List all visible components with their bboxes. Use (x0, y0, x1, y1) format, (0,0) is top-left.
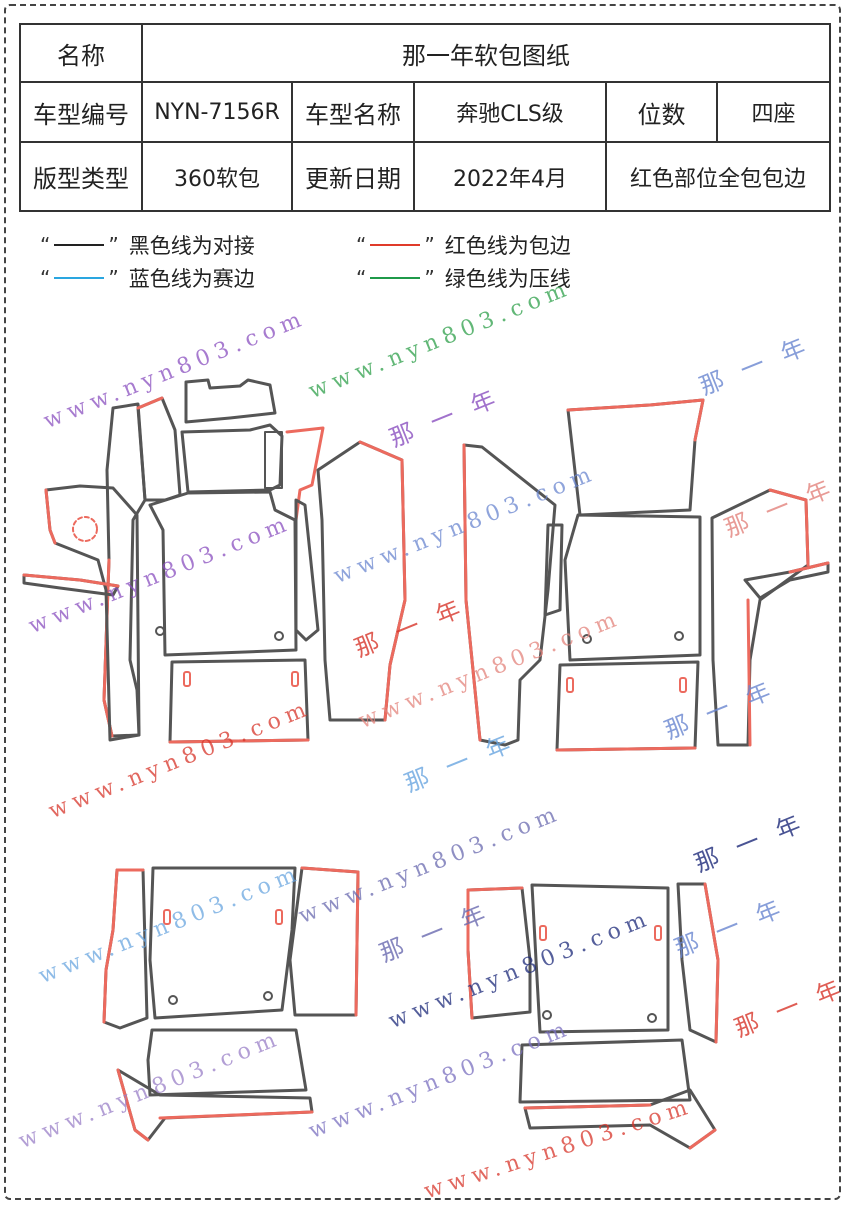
legend-red: “” 红色线为包边 (356, 230, 571, 260)
model-code-label: 车型编号 (19, 81, 143, 143)
rear-right-right-side (676, 882, 720, 1044)
legend-red-text: 红色线为包边 (444, 234, 571, 258)
right-long-strip (743, 561, 830, 600)
rear-right-bottom (518, 1038, 692, 1104)
right-door-sill-panel (316, 440, 407, 722)
bolt-hole (542, 1010, 552, 1020)
rear-right-floor (530, 883, 670, 1034)
bolt-hole (647, 1013, 657, 1023)
slot-mark (275, 909, 283, 925)
left-hole-circle (72, 516, 98, 542)
left-pillar-upper (136, 396, 182, 502)
rear-left-bottom (146, 1028, 308, 1097)
legend-blue-text: 蓝色线为赛边 (128, 267, 255, 291)
update-value: 2022年4月 (413, 141, 607, 212)
bolt-hole (155, 626, 165, 636)
rear-right-panels (466, 882, 720, 1150)
rear-left-panels (102, 866, 360, 1142)
slot-mark (679, 677, 687, 693)
slot-mark (183, 671, 191, 687)
bolt-hole (674, 631, 684, 641)
right-floor-panel (563, 513, 702, 662)
bolt-hole (263, 991, 273, 1001)
legend-blue: “” 蓝色线为赛边 (40, 263, 255, 293)
tunnel-mid-panel (180, 423, 284, 494)
front-right-panels (462, 398, 830, 752)
legend-green-text: 绿色线为压线 (444, 267, 571, 291)
name-value: 那一年软包图纸 (141, 23, 831, 83)
bolt-hole (168, 995, 178, 1005)
bolt-hole (274, 631, 284, 641)
seats-label: 位数 (605, 81, 718, 143)
right-console-strip (543, 523, 564, 617)
page-border (4, 4, 841, 1200)
model-name-label: 车型名称 (291, 81, 415, 143)
version-value: 360软包 (141, 141, 293, 212)
bolt-hole (582, 634, 592, 644)
slot-mark (654, 925, 662, 941)
update-label: 更新日期 (291, 141, 415, 212)
tunnel-top-panel (184, 378, 277, 424)
version-label: 版型类型 (19, 141, 143, 212)
slot-mark (163, 909, 171, 925)
rear-left-floor (148, 866, 297, 1020)
legend-green: “” 绿色线为压线 (356, 263, 571, 293)
slot-mark (539, 925, 547, 941)
note-value: 红色部位全包包边 (605, 141, 831, 212)
legend-black: “” 黑色线为对接 (40, 230, 255, 260)
seats-value: 四座 (716, 81, 831, 143)
legend-black-text: 黑色线为对接 (128, 234, 255, 258)
model-name-value: 奔驰CLS级 (413, 81, 607, 143)
spec-table: 名称 那一年软包图纸 车型编号 NYN-7156R 车型名称 奔驰CLS级 位数… (19, 23, 831, 212)
front-left-panels (22, 378, 407, 744)
model-code-value: NYN-7156R (141, 81, 293, 143)
tunnel-side-panel (264, 431, 283, 489)
slot-mark (291, 671, 299, 687)
center-console-panel (294, 498, 320, 642)
name-label: 名称 (19, 23, 143, 83)
right-tunnel-top (566, 398, 705, 517)
slot-mark (566, 677, 574, 693)
